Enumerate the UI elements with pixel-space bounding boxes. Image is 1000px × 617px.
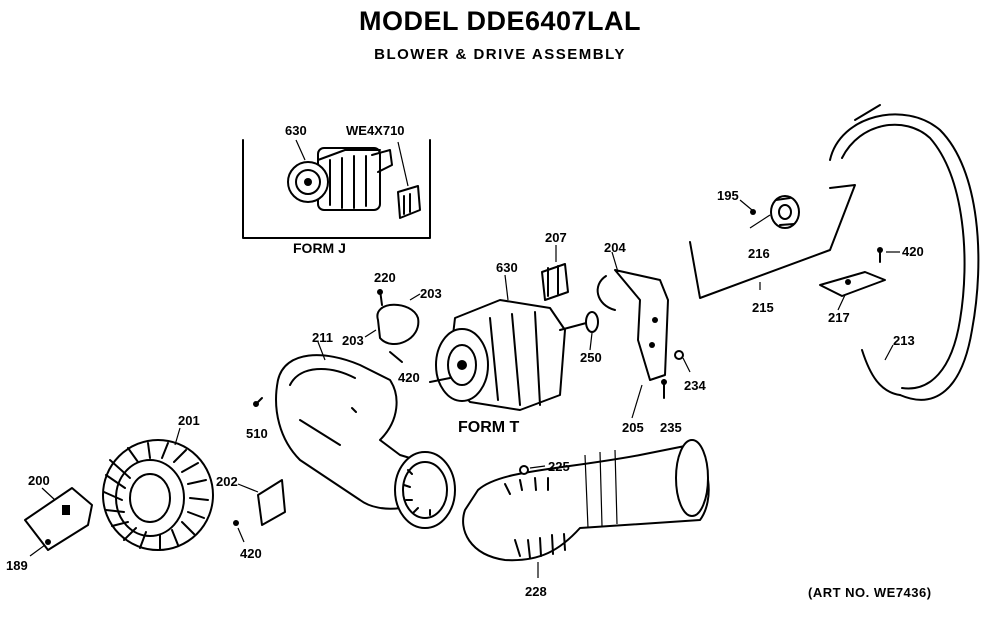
callout-630-mid: 630	[496, 260, 518, 275]
motor-630-form-j	[287, 147, 393, 211]
form-t-label: FORM T	[458, 419, 520, 436]
callout-195: 195	[717, 188, 739, 203]
art-number: (ART NO. WE7436)	[808, 585, 932, 600]
callout-we4x710: WE4X710	[346, 123, 405, 138]
callout-420-bottom: 420	[240, 546, 262, 561]
screw-420-right	[877, 247, 900, 263]
blower-housing-211	[275, 341, 456, 529]
switch-207	[541, 245, 569, 301]
drum-213	[829, 104, 980, 401]
callout-215: 215	[752, 300, 774, 315]
callout-420-mid: 420	[398, 370, 420, 385]
callout-235: 235	[660, 420, 682, 435]
callout-203-top: 203	[420, 286, 442, 301]
callout-204: 204	[604, 240, 626, 255]
bracket-202	[237, 479, 286, 526]
callout-510: 510	[246, 426, 268, 441]
callout-216: 216	[748, 246, 770, 261]
page-title: MODEL DDE6407LAL	[358, 6, 642, 36]
page-subtitle: BLOWER & DRIVE ASSEMBLY	[374, 46, 626, 63]
callout-234: 234	[684, 378, 706, 393]
motor-630-form-t	[429, 299, 599, 411]
callout-203-left: 203	[342, 333, 364, 348]
screw-189	[29, 539, 51, 557]
idler-arm-215	[689, 184, 856, 299]
bracket-217	[819, 271, 886, 297]
callout-225: 225	[548, 459, 570, 474]
form-j-label: FORM J	[293, 240, 346, 256]
callout-228: 228	[525, 584, 547, 599]
motor-clamp-203	[364, 289, 421, 363]
screw-510	[253, 397, 263, 407]
screw-420-bottom	[233, 520, 245, 543]
callout-211: 211	[312, 330, 333, 345]
screw-195	[739, 199, 756, 215]
callout-630-top: 630	[285, 123, 307, 138]
exhaust-duct-228	[462, 439, 710, 578]
callout-201: 201	[178, 413, 200, 428]
callout-200: 200	[28, 473, 50, 488]
callout-189: 189	[6, 558, 28, 573]
callout-207: 207	[545, 230, 567, 245]
idler-pulley-216	[770, 195, 800, 229]
form-j-inset	[242, 139, 431, 239]
switch-we4x710	[397, 141, 421, 219]
callout-213: 213	[893, 333, 915, 348]
bracket-200	[24, 487, 93, 551]
callout-205: 205	[622, 420, 644, 435]
callout-420-right: 420	[902, 244, 924, 259]
motor-mount-204-205	[596, 251, 669, 381]
screw-225	[519, 465, 546, 475]
screw-234	[674, 350, 691, 373]
callout-250: 250	[580, 350, 602, 365]
callout-220: 220	[374, 270, 396, 285]
callout-202: 202	[216, 474, 238, 489]
screw-235	[661, 379, 667, 399]
callout-217: 217	[828, 310, 850, 325]
blower-wheel-201	[102, 427, 214, 551]
leader-lines	[504, 214, 894, 419]
